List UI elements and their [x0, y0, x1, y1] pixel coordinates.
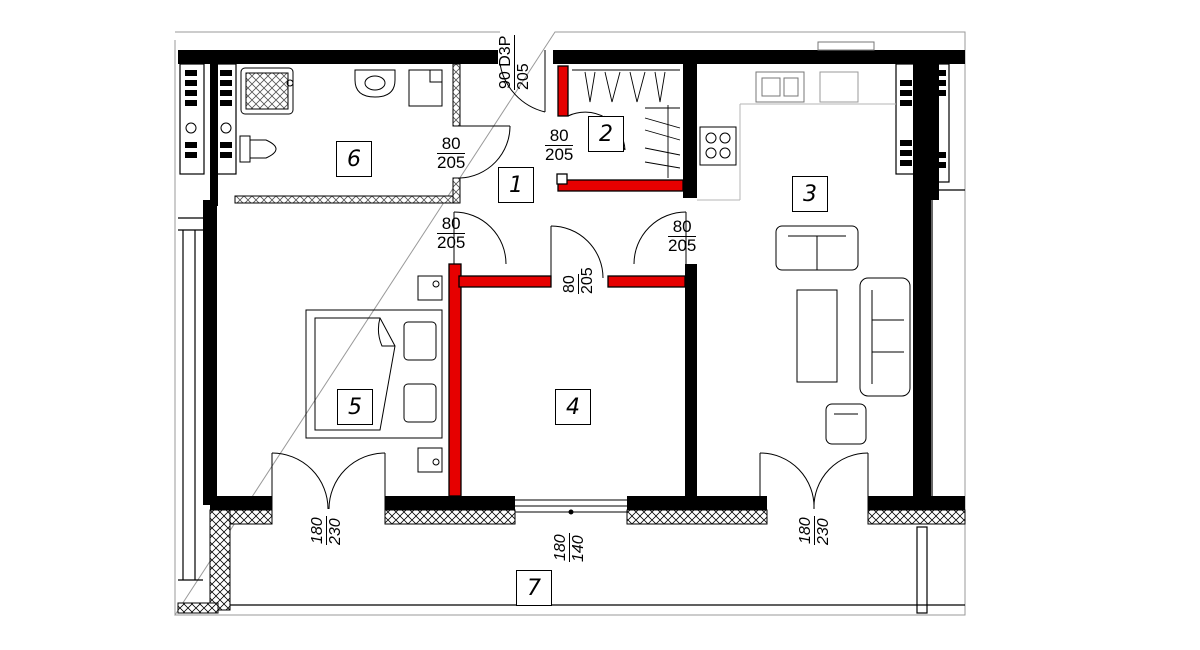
door-swings [271, 50, 869, 515]
door-living-height: 205 [668, 236, 697, 255]
bedroom-furniture [305, 275, 443, 473]
room-label-1: 1 [498, 167, 534, 203]
balcony-door-living-height: 230 [815, 518, 832, 545]
room-label-4: 4 [555, 389, 591, 425]
door-bathroom-height: 205 [437, 153, 466, 172]
door-bathroom-width: 80 [437, 135, 466, 154]
pipe-circles [185, 122, 232, 134]
room-label-7: 7 [516, 570, 552, 606]
room-label-2: 2 [588, 116, 624, 152]
door-entrance-height: 205 [515, 63, 532, 90]
window-room4-height: 140 [570, 535, 587, 562]
window-room4-dimension: 180 140 [552, 533, 587, 562]
kitchen-fixtures [697, 41, 896, 201]
door-wardrobe-dimension: 80 205 [545, 127, 574, 164]
radiator-blocks [185, 70, 946, 168]
door-wardrobe-width: 80 [545, 127, 574, 146]
balcony-door-bedroom-width: 180 [309, 516, 327, 545]
door-bedroom-width: 80 [437, 215, 466, 234]
bathroom-fixtures [239, 67, 443, 163]
balcony-door-bedroom-dimension: 180 230 [309, 516, 344, 545]
new-walls [448, 65, 686, 497]
room-label-3: 3 [792, 176, 828, 212]
door-living-width: 80 [668, 218, 697, 237]
door-bathroom-dimension: 80 205 [437, 135, 466, 172]
door-entrance-dimension: 90 D3P 205 [497, 34, 532, 90]
wardrobe-fixtures [572, 69, 681, 178]
door-room4-dimension: 80 205 [561, 267, 596, 294]
door-bedroom-dimension: 80 205 [437, 215, 466, 252]
door-entrance-code: D3P [497, 35, 514, 67]
exterior-walls [178, 50, 965, 510]
facade-insulation [177, 509, 966, 614]
balcony-door-bedroom-height: 230 [327, 518, 344, 545]
room-label-6: 6 [336, 141, 372, 177]
side-panels [178, 63, 965, 614]
door-entrance-width: 90 [497, 71, 514, 89]
door-bedroom-height: 205 [437, 233, 466, 252]
door-living-dimension: 80 205 [668, 218, 697, 255]
balcony-door-living-width: 180 [797, 516, 815, 545]
door-wardrobe-height: 205 [545, 145, 574, 164]
living-furniture [775, 225, 911, 445]
window-room4-width: 180 [552, 533, 570, 562]
door-room4-height: 205 [579, 267, 596, 294]
balcony-door-living-dimension: 180 230 [797, 516, 832, 545]
door-room4-width: 80 [561, 274, 579, 294]
site-outline [174, 31, 966, 616]
room-label-5: 5 [337, 389, 373, 425]
